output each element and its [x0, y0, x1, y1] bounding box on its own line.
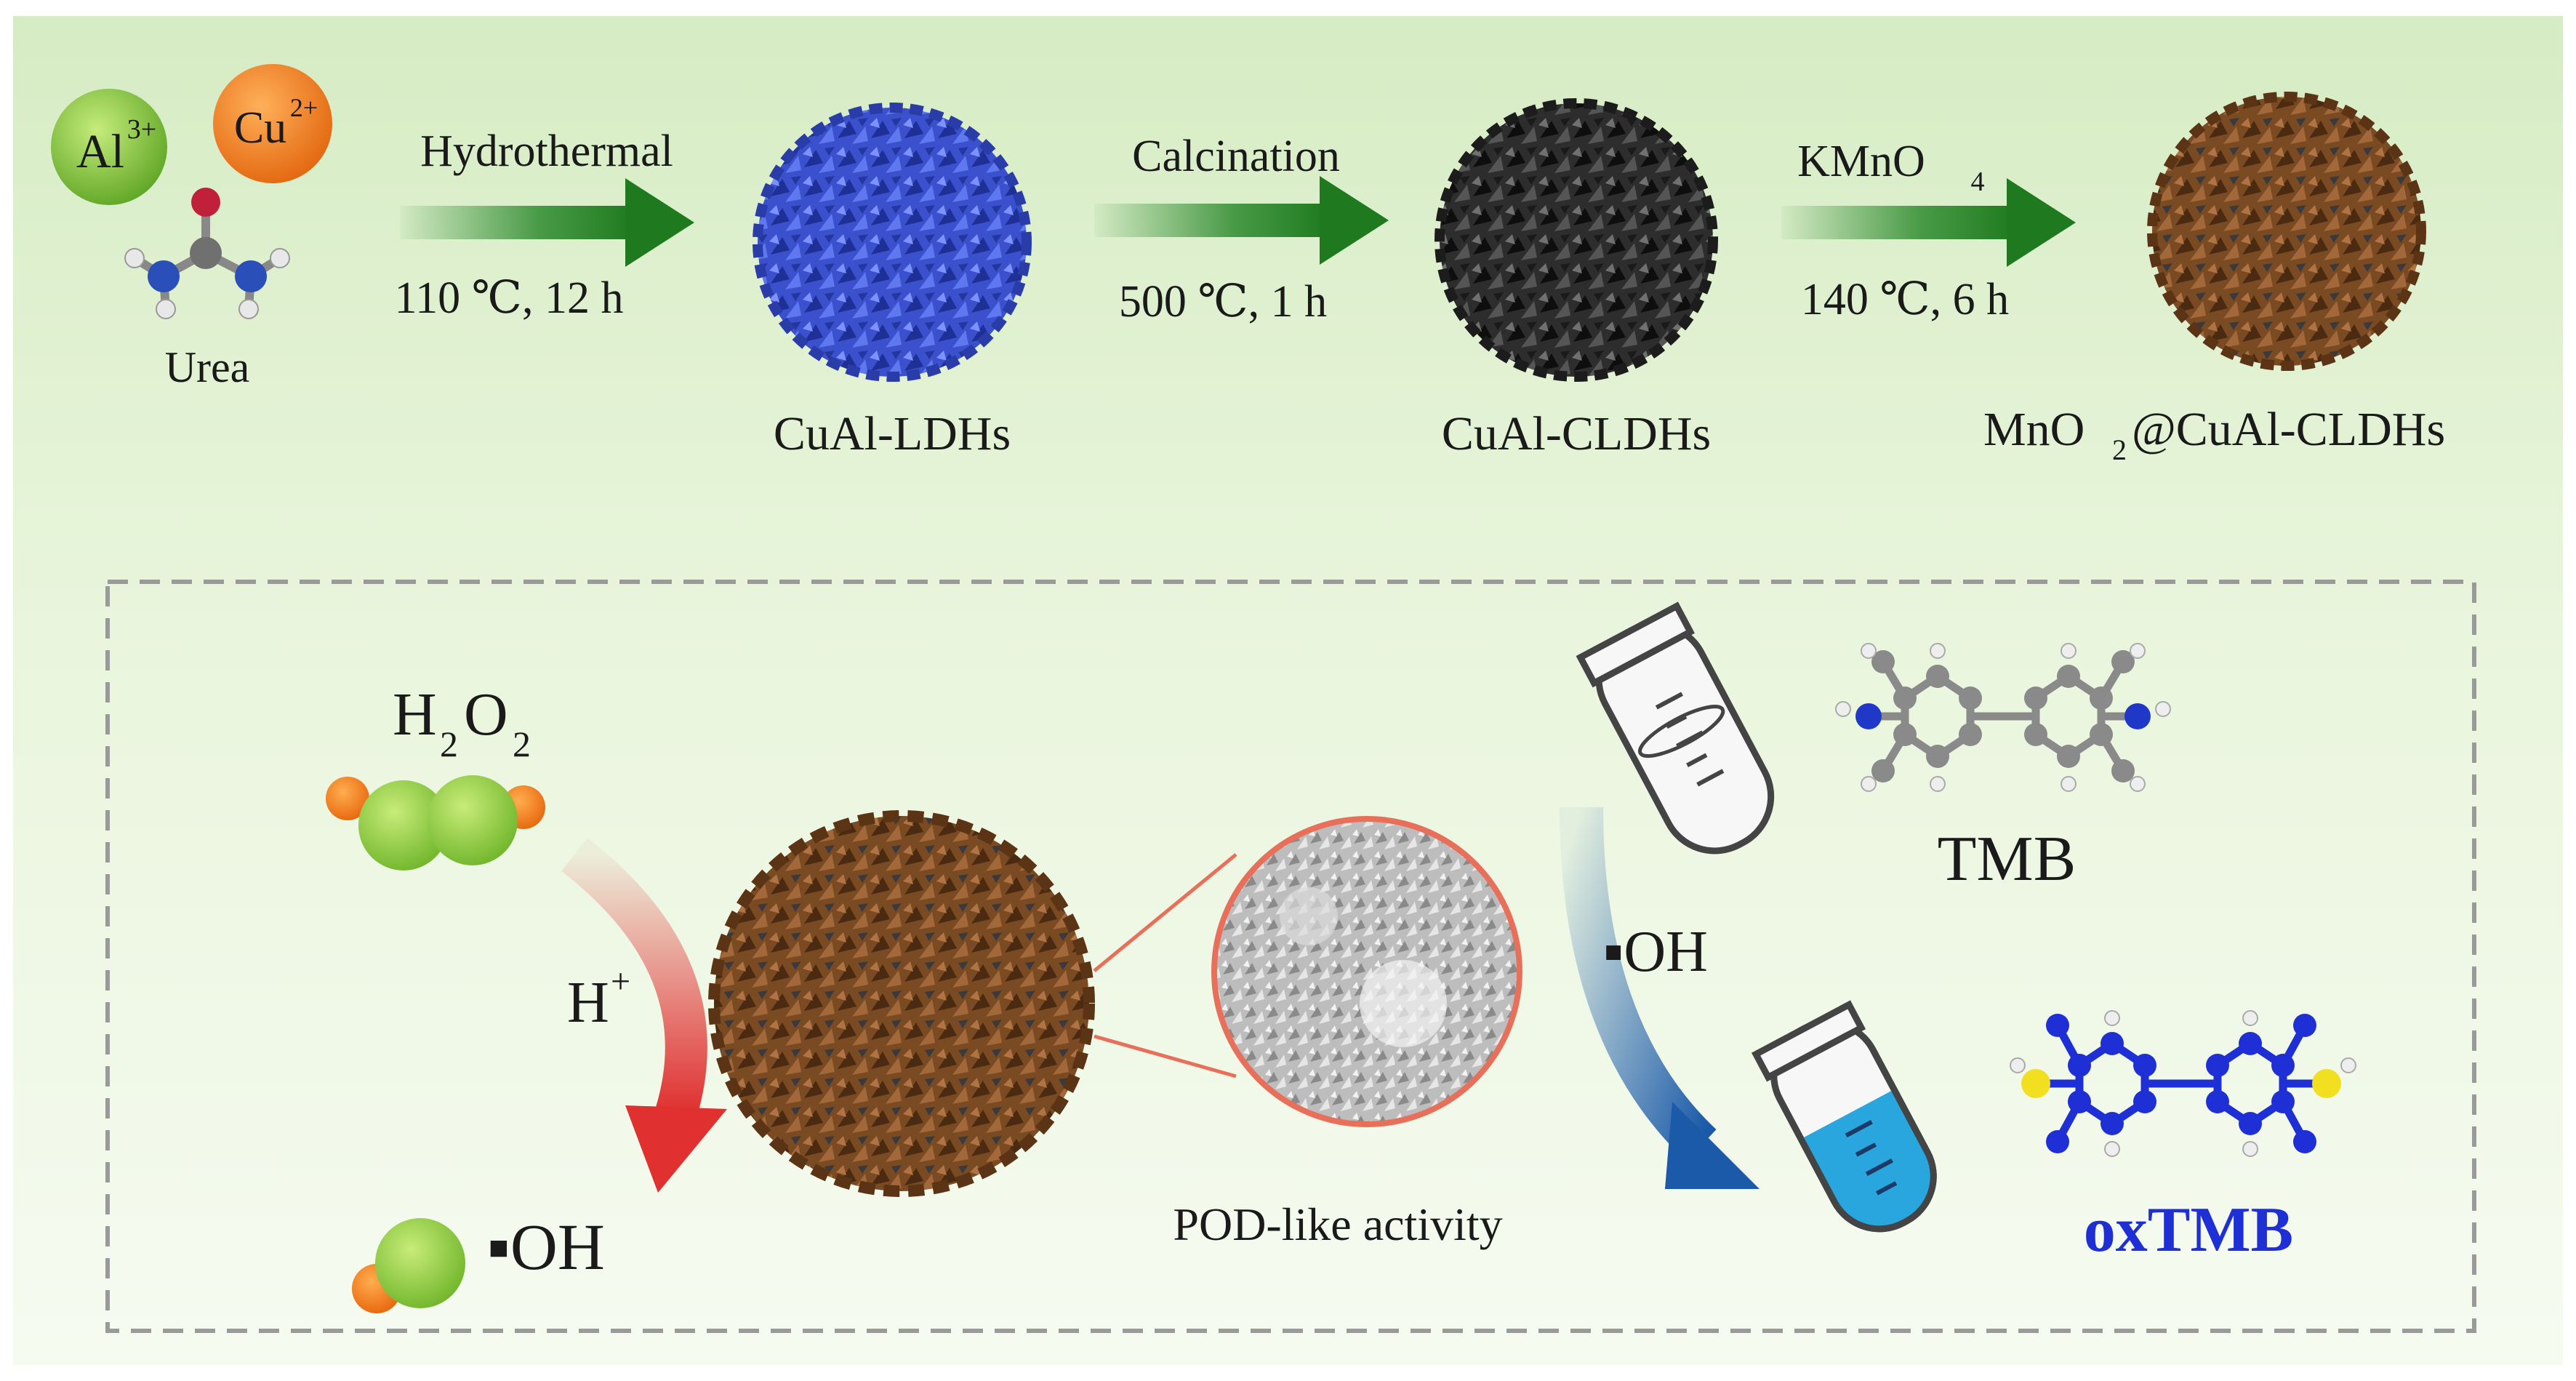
h2o2-label: H 2 O 2 — [393, 681, 531, 764]
oh-blue-curved-arrow — [1560, 806, 1760, 1189]
step1-condition-label: Hydrothermal — [420, 127, 673, 176]
h2o2-molecule-icon — [326, 775, 545, 870]
cu-ion-label: Cu — [234, 103, 286, 153]
test-tube-blue-icon — [1751, 1000, 1951, 1247]
step2-temperature-label: 500 ℃, 1 h — [1119, 277, 1327, 327]
step3-temperature-label: 140 ℃, 6 h — [1801, 275, 2009, 324]
h2o2-h-label: H — [393, 681, 437, 748]
h-plus-superscript: + — [611, 962, 630, 1001]
al-ion-charge: 3+ — [127, 114, 156, 145]
cldh-sphere-icon — [1435, 98, 1718, 382]
cu-ion-sphere-icon: Cu 2+ — [213, 64, 332, 183]
calcination-arrow — [1094, 176, 1389, 265]
tmb-label: TMB — [1938, 824, 2077, 894]
kmno4-arrow — [1781, 178, 2076, 267]
al-ion-sphere-icon: Al 3+ — [51, 89, 167, 205]
sem-zoom-icon — [1211, 816, 1522, 1127]
mechanism-dashed-frame — [105, 580, 2476, 1333]
pod-like-activity-label: POD-like activity — [1173, 1198, 1502, 1250]
urea-carbon-atom — [190, 237, 222, 269]
urea-hydrogen-atom — [156, 299, 176, 319]
oh-radical-label-right: ▪OH — [1603, 920, 1708, 984]
product3-label-main: MnO — [1983, 403, 2085, 456]
oxtmb-label: oxTMB — [2084, 1195, 2293, 1265]
product2-label: CuAl-CLDHs — [1442, 407, 1711, 460]
urea-nitrogen-atom — [148, 260, 180, 292]
tmb-molecule-icon — [1835, 643, 2171, 792]
step1-temperature-label: 110 ℃, 12 h — [394, 273, 623, 323]
h-plus-h: H — [567, 971, 609, 1035]
step3-reagent-subscript: 4 — [1971, 167, 1985, 197]
urea-hydrogen-atom — [270, 248, 290, 268]
oh-radical-label-left: ▪OH — [487, 1212, 605, 1284]
h2o2-subscript-2: 2 — [513, 724, 531, 764]
h-plus-label: H + — [567, 962, 630, 1035]
urea-label: Urea — [165, 343, 250, 391]
product3-label-rest: @CuAl-CLDHs — [2132, 403, 2445, 456]
urea-nitrogen-atom — [235, 260, 267, 292]
product3-label-subscript: 2 — [2112, 433, 2127, 466]
ldh-sphere-icon — [753, 103, 1032, 382]
panel-background — [13, 16, 2563, 1365]
urea-oxygen-atom — [191, 188, 220, 217]
al-ion-label: Al — [76, 125, 124, 178]
cu-ion-charge: 2+ — [290, 93, 318, 122]
urea-hydrogen-atom — [238, 299, 259, 319]
oh-radical-icon — [352, 1218, 465, 1313]
product1-label: CuAl-LDHs — [774, 407, 1011, 460]
product3-label: MnO 2 @CuAl-CLDHs — [1983, 403, 2445, 466]
zoom-lines — [1093, 853, 1237, 1078]
test-tube-empty-icon — [1576, 601, 1775, 854]
oxtmb-molecule-icon — [2010, 1010, 2356, 1157]
urea-hydrogen-atom — [124, 248, 145, 268]
h2o2-o-label: O — [464, 681, 508, 748]
mno2-catalyst-sphere-icon — [708, 810, 1095, 1197]
step3-reagent-label: KMnO — [1797, 137, 1925, 186]
mno2-sphere-icon — [2147, 92, 2426, 371]
step2-condition-label: Calcination — [1132, 132, 1340, 181]
hydrothermal-arrow — [400, 178, 694, 267]
h-plus-curved-arrow — [561, 838, 727, 1193]
h2o2-subscript-1: 2 — [440, 724, 458, 764]
